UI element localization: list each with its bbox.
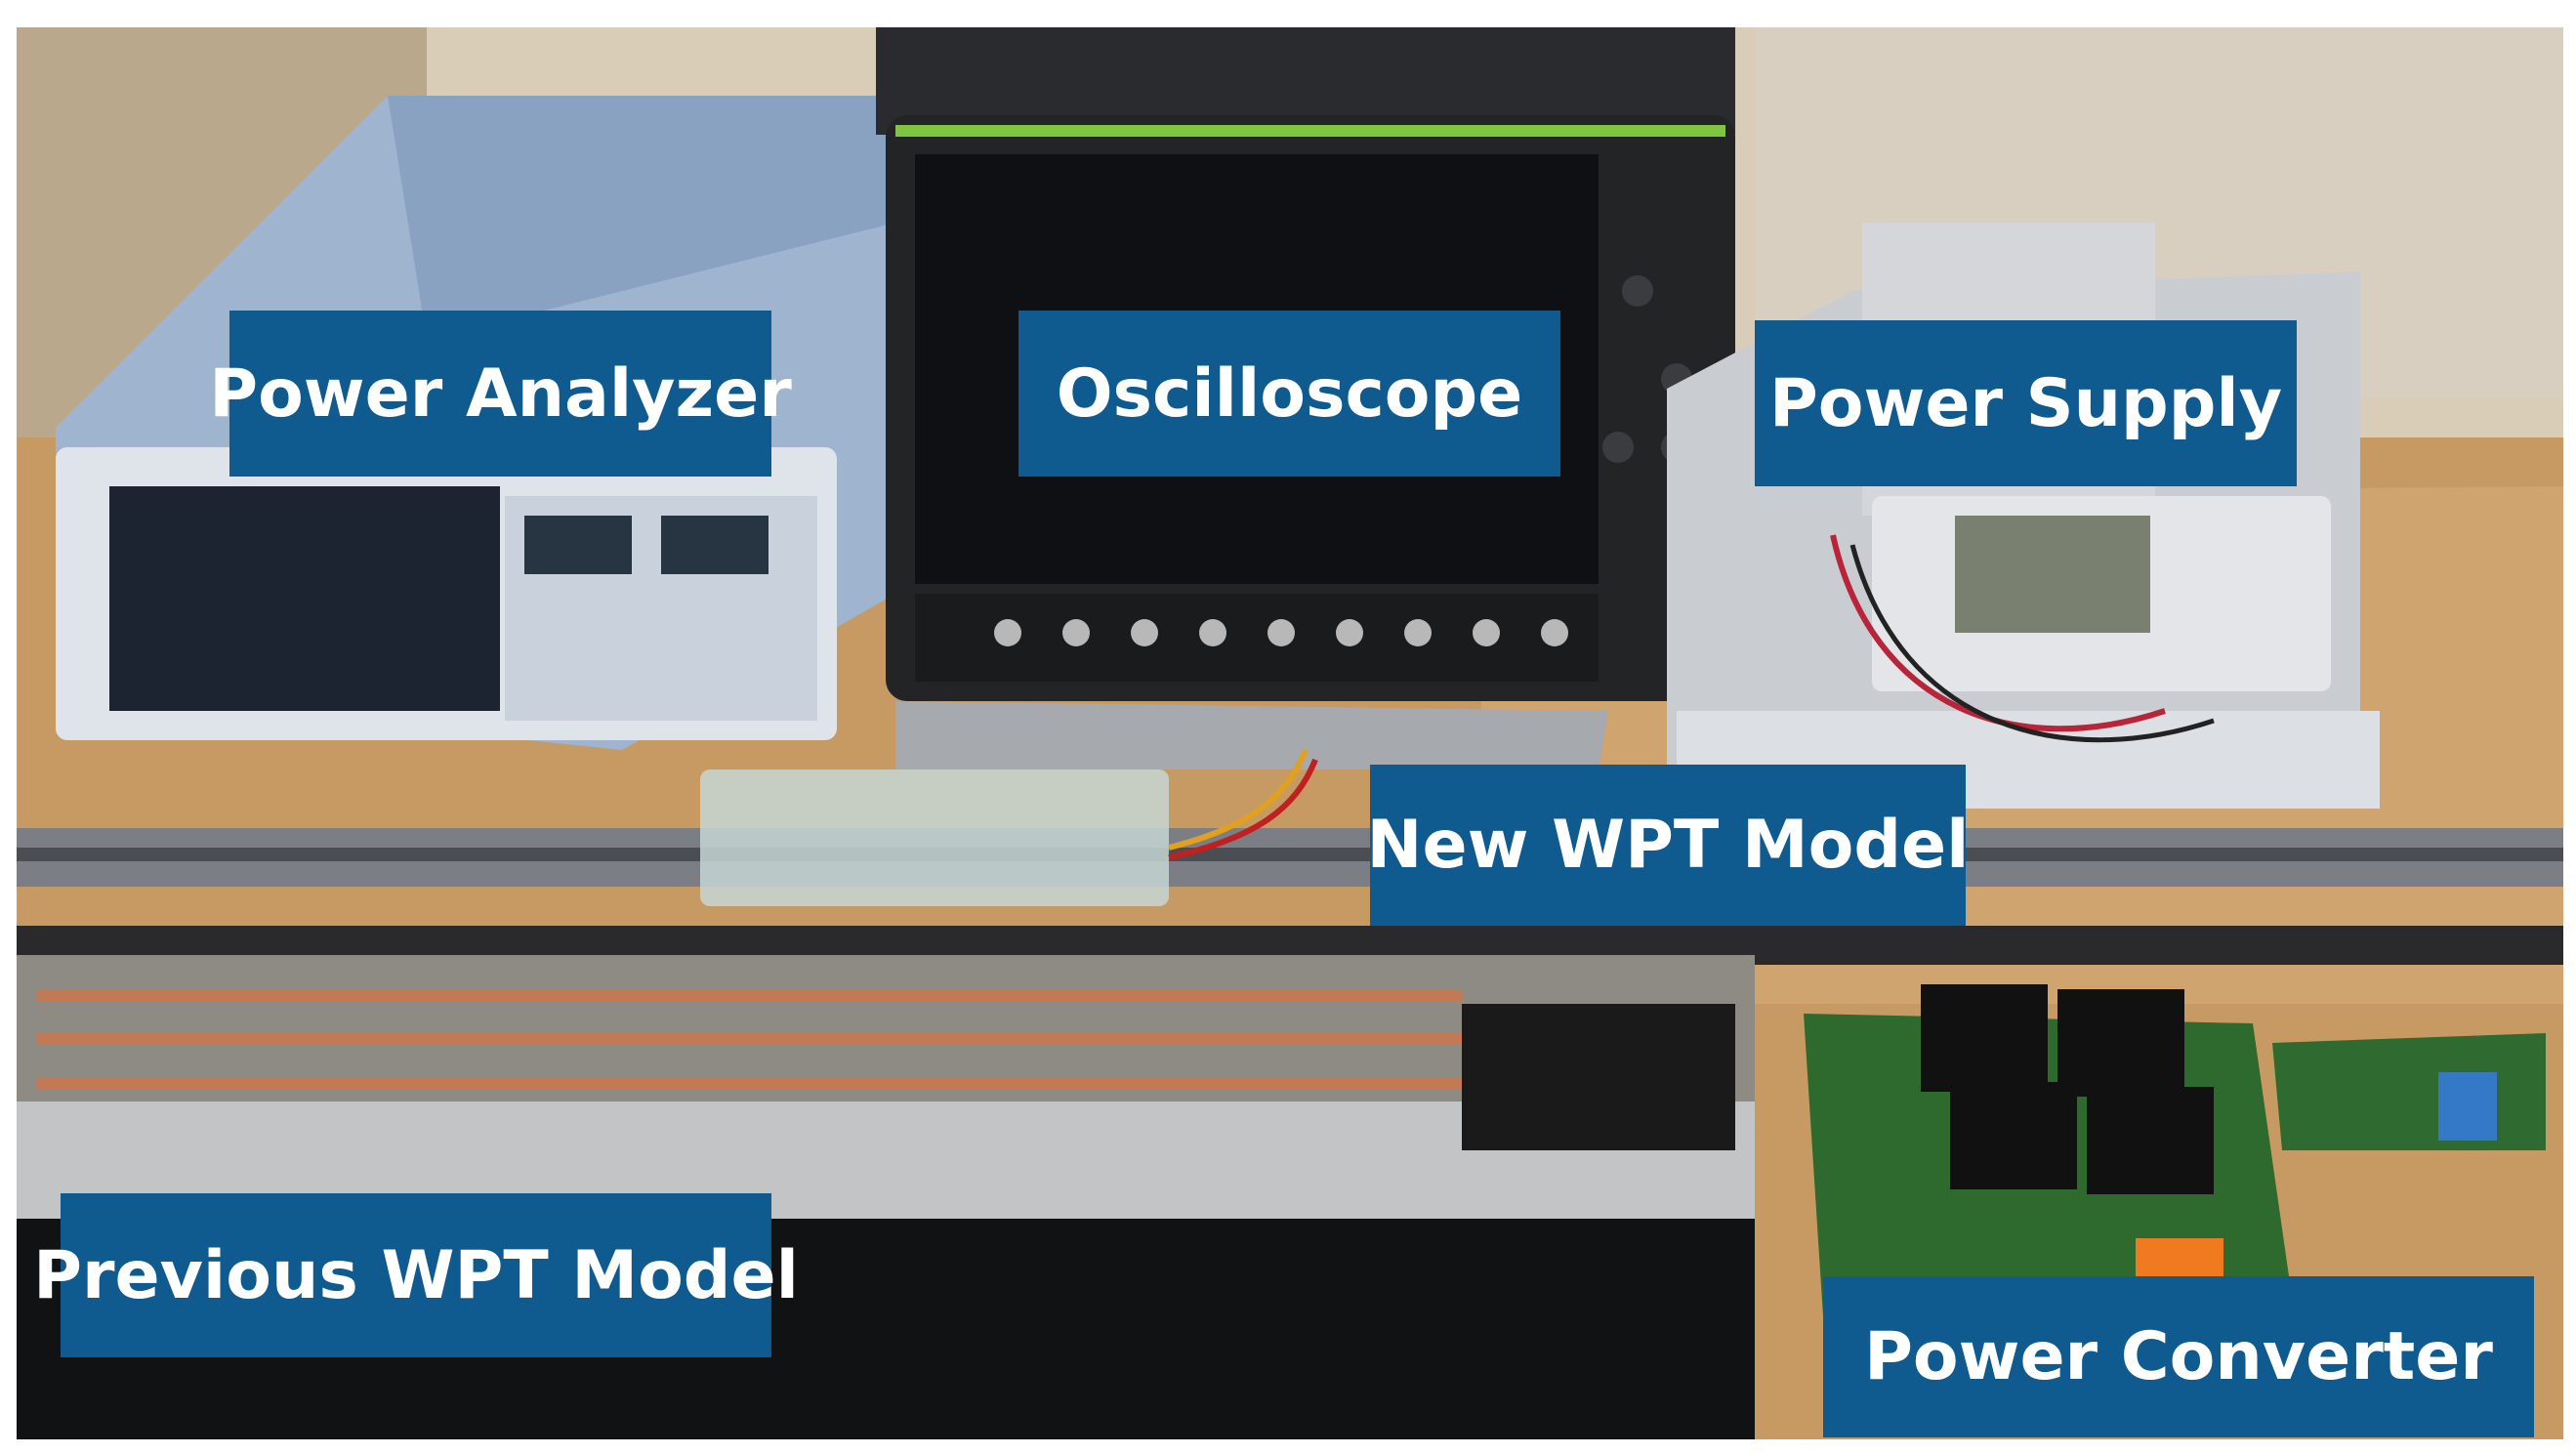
power-converter-label: Power Converter bbox=[1823, 1276, 2534, 1437]
new-wpt-model-label: New WPT Model bbox=[1367, 765, 1969, 926]
power-converter-board bbox=[1804, 984, 2546, 1316]
oscilloscope-label: Oscilloscope bbox=[1018, 311, 1560, 477]
power-supply-label: Power Supply bbox=[1755, 320, 2297, 486]
previous-wpt-model-label: Previous WPT Model bbox=[33, 1193, 799, 1357]
power-analyzer-label: Power Analyzer bbox=[209, 311, 792, 477]
